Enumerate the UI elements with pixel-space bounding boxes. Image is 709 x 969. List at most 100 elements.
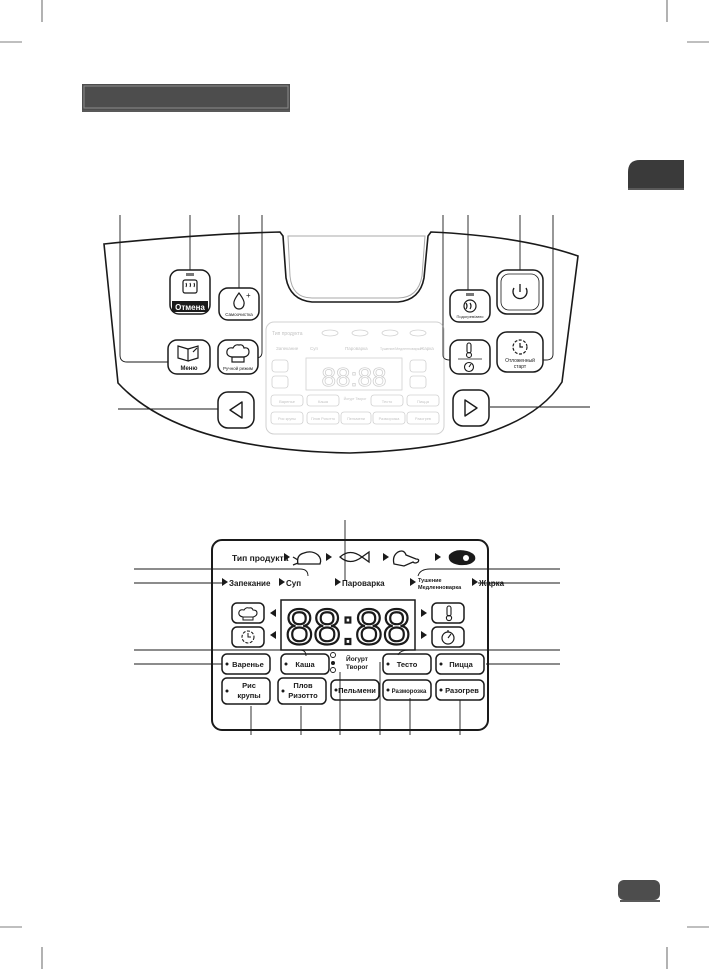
mini-prog-6: Рис крупы xyxy=(278,417,296,421)
display-outline xyxy=(211,539,489,731)
mode-steam: Пароварка xyxy=(342,579,385,588)
program-dumplings: Пельмени xyxy=(330,679,380,701)
program-yogurt: Йогурт Творог xyxy=(330,652,369,673)
power-button[interactable] xyxy=(496,269,544,315)
program-defrost: Разморозка xyxy=(382,679,432,701)
program-pilaf-line1: Плов xyxy=(293,681,313,690)
time-readout: 88:88 xyxy=(285,599,410,655)
clock-indicator xyxy=(231,626,265,648)
program-reheat-label: Разогрев xyxy=(445,686,479,695)
mini-mode-1: Запекание xyxy=(276,346,299,351)
delayed-start-line1: Отложенный xyxy=(505,357,535,364)
program-rice-line1: Рис xyxy=(242,681,256,690)
mini-prog-5: Пицца xyxy=(417,399,430,404)
mode-soup: Суп xyxy=(286,579,301,588)
mode-fry: Жарка xyxy=(478,579,505,588)
mini-prog-1: Варенье xyxy=(279,399,296,404)
program-pizza: Пицца xyxy=(435,653,485,675)
mini-display: Тип продукта Запекание Суп Пароварка Туш… xyxy=(265,321,445,435)
temp-time-button[interactable] xyxy=(449,339,491,375)
heater-icon xyxy=(182,279,198,294)
program-pilaf: Плов Ризотто xyxy=(277,677,327,705)
product-type-label: Тип продукта xyxy=(232,553,289,563)
mode-bake: Запекание xyxy=(229,579,271,588)
chef-hat-icon xyxy=(226,344,250,363)
delayed-start-button[interactable]: Отложенный старт xyxy=(496,331,544,373)
stopwatch-icon xyxy=(463,361,475,373)
time-frame xyxy=(280,599,416,651)
window-cutout xyxy=(287,235,426,299)
keep-warm-button[interactable]: Подогрев/авто xyxy=(449,289,491,323)
mini-food-icons xyxy=(321,329,427,337)
mini-mode-4: Тушение/Медленноварка xyxy=(380,347,421,351)
mini-product-type: Тип продукта xyxy=(272,331,303,337)
drop-icon xyxy=(233,291,245,310)
thermometer-icon xyxy=(465,342,473,359)
program-pilaf-line2: Ризотто xyxy=(288,691,318,700)
right-arrow-icon xyxy=(464,399,478,417)
cleaning-button[interactable]: + Самоочистка xyxy=(218,287,260,321)
clock-icon xyxy=(512,339,528,355)
program-yogurt-line1: Йогурт xyxy=(346,654,368,663)
mini-prog-2: Каша xyxy=(318,399,329,404)
stopwatch-indicator xyxy=(431,626,465,648)
program-rice-line2: крупы xyxy=(237,691,260,700)
program-dough: Тесто xyxy=(382,653,432,675)
poultry-leg-icon xyxy=(392,550,420,567)
program-dough-label: Тесто xyxy=(397,660,418,669)
panel-outline xyxy=(103,231,579,454)
program-porridge-label: Каша xyxy=(295,660,315,669)
left-arrow-button[interactable] xyxy=(217,391,255,429)
mini-program-row-1 xyxy=(270,394,440,407)
section-title-bar xyxy=(82,84,290,112)
mini-time: 88:88 xyxy=(321,362,386,392)
display-detail: Тип продукта Запекание Суп Пароварка Туш… xyxy=(134,520,560,735)
delayed-start-line2: старт xyxy=(514,364,527,370)
warm-icon xyxy=(463,299,477,313)
cleaning-plus: + xyxy=(246,291,251,300)
thermometer-indicator xyxy=(431,602,465,624)
right-arrow-button[interactable] xyxy=(452,389,490,427)
program-reheat: Разогрев xyxy=(435,679,485,701)
power-icon xyxy=(512,284,528,300)
mini-prog-7: Плов Ризотто xyxy=(311,417,335,421)
chef-hat-indicator xyxy=(231,602,265,624)
mini-prog-3: Йогурт Творог xyxy=(344,397,368,401)
menu-button[interactable]: Меню xyxy=(167,339,211,375)
program-defrost-label: Разморозка xyxy=(392,689,427,695)
mini-prog-4: Тесто xyxy=(382,399,393,404)
program-jam-label: Варенье xyxy=(232,660,264,669)
program-porridge: Каша xyxy=(280,653,330,675)
mini-mode-2: Суп xyxy=(310,346,318,351)
chicken-icon xyxy=(292,551,322,566)
mode-stew-line1: Тушение xyxy=(418,578,442,584)
fish-icon xyxy=(339,550,370,564)
panel-buttons: Отмена + Самоочистка Меню Ручной режим xyxy=(167,269,544,429)
keep-warm-button-label: Подогрев/авто xyxy=(457,314,485,319)
mini-program-row-2 xyxy=(270,411,440,425)
side-tab xyxy=(628,160,684,190)
manual-mode-button[interactable]: Ручной режим xyxy=(217,339,259,375)
manual-mode-button-label: Ручной режим xyxy=(223,365,253,371)
mini-prog-9: Разморозка xyxy=(379,417,401,421)
program-dumplings-label: Пельмени xyxy=(338,686,376,695)
program-jam: Варенье xyxy=(221,653,271,675)
steak-icon xyxy=(448,550,476,566)
mini-mode-5: Жарка xyxy=(420,346,434,351)
cancel-button[interactable]: Отмена xyxy=(169,269,211,315)
mini-prog-8: Пельмени xyxy=(347,417,365,421)
page-number-tab xyxy=(618,880,660,902)
left-arrow-icon xyxy=(229,401,243,419)
program-pizza-label: Пицца xyxy=(449,660,473,669)
mini-mode-3: Пароварка xyxy=(345,346,368,351)
book-icon xyxy=(177,345,199,362)
control-panel xyxy=(103,231,579,454)
mode-stew-line2: Медленноварка xyxy=(418,585,462,591)
program-yogurt-line2: Творог xyxy=(346,664,369,671)
menu-button-label: Меню xyxy=(180,366,197,372)
cancel-button-label: Отмена xyxy=(175,303,205,312)
mini-prog-10: Разогрев xyxy=(415,417,431,421)
program-rice: Рис крупы xyxy=(221,677,271,705)
